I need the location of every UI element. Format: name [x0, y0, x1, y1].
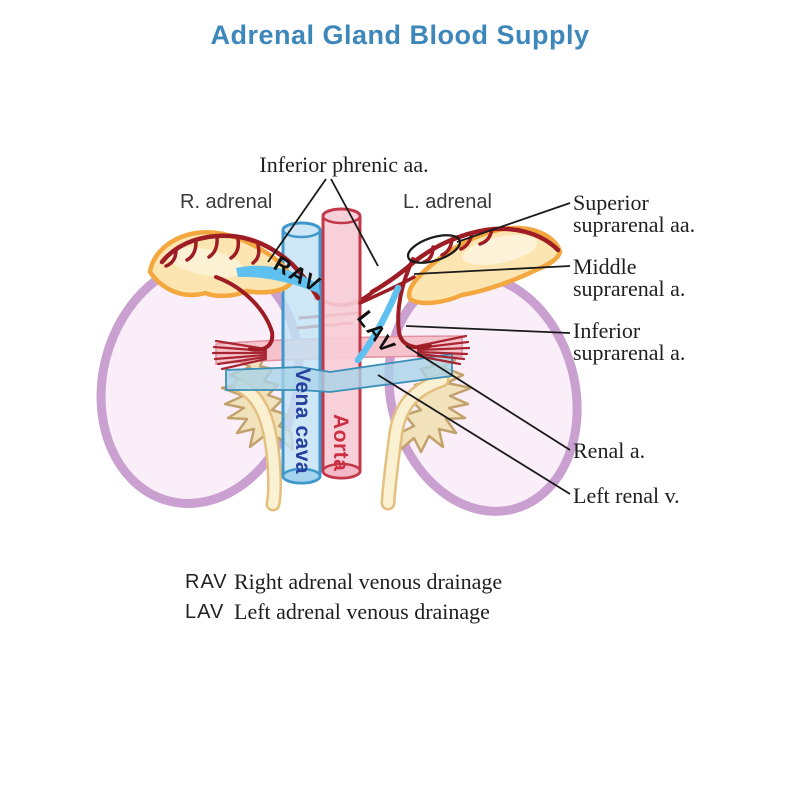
legend-lav-meaning: Left adrenal venous drainage: [234, 599, 490, 624]
legend: RAV Right adrenal venous drainage LAV Le…: [185, 569, 502, 624]
label-renal-artery: Renal a.: [573, 438, 645, 463]
label-left-renal-vein: Left renal v.: [573, 483, 680, 508]
leader-left-renal-vein: [377, 374, 571, 495]
page-title: Adrenal Gland Blood Supply: [210, 20, 589, 50]
middle-suprarenal-artery-left: [358, 275, 416, 305]
label-vena-cava: Vena cava: [291, 368, 314, 474]
leader-superior-suprarenal: [456, 202, 571, 243]
label-middle-suprarenal-1: Middle: [573, 254, 637, 279]
inferior-suprarenal-artery-left: [396, 257, 432, 350]
right-adrenal-highlight: [165, 246, 245, 278]
left-adrenal-gland: [406, 225, 563, 306]
label-superior-suprarenal-2: suprarenal aa.: [573, 212, 695, 237]
aorta-tube: [321, 207, 362, 480]
leader-middle-suprarenal: [413, 265, 571, 275]
renal-artery-fringes-right: [211, 339, 268, 371]
lav-vein: [354, 284, 402, 364]
leader-inferior-phrenic-left: [267, 178, 327, 263]
label-inferior-suprarenal-1: Inferior: [573, 318, 641, 343]
legend-lav-abbr: LAV: [185, 601, 224, 623]
kidneys-layer: [96, 256, 582, 516]
superior-suprarenal-circle: [406, 234, 462, 264]
label-l-adrenal: L. adrenal: [403, 191, 492, 213]
label-superior-suprarenal-1: Superior: [573, 190, 649, 215]
leader-renal-artery: [405, 345, 571, 451]
label-inferior-suprarenal-2: suprarenal a.: [573, 340, 685, 365]
inferior-suprarenal-artery-right: [214, 275, 275, 352]
rav-vein: [236, 265, 320, 294]
right-ureter: [232, 378, 282, 512]
label-r-adrenal: R. adrenal: [180, 191, 272, 213]
leader-inferior-suprarenal: [405, 325, 571, 334]
right-adrenal-gland: [147, 230, 293, 299]
label-middle-suprarenal-2: suprarenal a.: [573, 276, 685, 301]
left-ureter: [380, 372, 450, 511]
leader-inferior-phrenic-right: [330, 178, 379, 267]
label-inferior-phrenic: Inferior phrenic aa.: [259, 152, 428, 177]
adrenal-glands-layer: [147, 225, 563, 364]
legend-rav-meaning: Right adrenal venous drainage: [234, 569, 502, 594]
legend-rav-abbr: RAV: [185, 571, 228, 593]
label-aorta: Aorta: [329, 414, 352, 471]
